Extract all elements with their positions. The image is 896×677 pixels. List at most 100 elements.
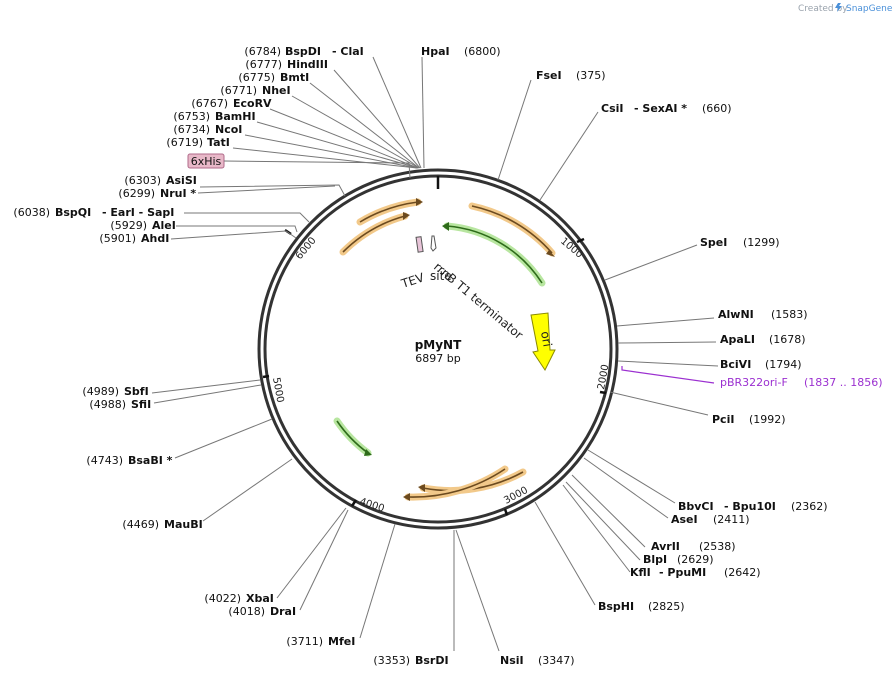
site-alwni[interactable]: AlwNI (1583) bbox=[718, 308, 808, 321]
site-spei[interactable]: SpeI (1299) bbox=[700, 236, 780, 249]
site-name: TatI bbox=[207, 136, 230, 149]
tev-site-mark bbox=[415, 235, 437, 253]
site-bspdi-clai[interactable]: (6784) BspDI - ClaI bbox=[244, 45, 363, 58]
ori-label: ori bbox=[538, 330, 554, 348]
site-kfli-ppumi[interactable]: KflI - PpuMI (2642) bbox=[630, 566, 761, 579]
site-bmti[interactable]: (6775) BmtI bbox=[238, 71, 309, 84]
site-name: NheI bbox=[262, 84, 291, 97]
tev-label-line1: TEV bbox=[399, 270, 427, 291]
site-pos: (5929) bbox=[110, 219, 147, 232]
site-pos: (6303) bbox=[124, 174, 161, 187]
site-nrui[interactable]: (6299) NruI * bbox=[118, 187, 196, 200]
site-pos: (6719) bbox=[166, 136, 203, 149]
site-ncoi[interactable]: (6734) NcoI bbox=[173, 123, 242, 136]
site-name: AhdI bbox=[141, 232, 169, 245]
site-pos: (6767) bbox=[191, 97, 228, 110]
site-extra: - Bpu10I bbox=[724, 500, 776, 513]
site-name: NcoI bbox=[215, 123, 242, 136]
site-nhei[interactable]: (6771) NheI bbox=[220, 84, 290, 97]
site-pos: (4743) bbox=[86, 454, 123, 467]
site-fsei[interactable]: FseI (375) bbox=[536, 69, 606, 82]
site-name: FseI bbox=[536, 69, 562, 82]
site-name: SfiI bbox=[131, 398, 151, 411]
site-tati[interactable]: (6719) TatI bbox=[166, 136, 229, 149]
site-pos: (3347) bbox=[538, 654, 575, 667]
site-drai[interactable]: (4018) DraI bbox=[228, 605, 296, 618]
site-pos: (375) bbox=[576, 69, 606, 82]
his-tag-label: 6xHis bbox=[191, 155, 222, 168]
site-extra: - PpuMI bbox=[659, 566, 706, 579]
site-pos: (2825) bbox=[648, 600, 685, 613]
site-bcivi[interactable]: BciVI (1794) bbox=[720, 358, 802, 371]
site-pos: (3353) bbox=[373, 654, 410, 667]
site-pos: (6775) bbox=[238, 71, 275, 84]
site-pos: (4988) bbox=[89, 398, 126, 411]
site-pos: (1299) bbox=[743, 236, 780, 249]
plasmid-size: 6897 bp bbox=[415, 352, 460, 365]
site-name: NruI * bbox=[160, 187, 196, 200]
site-bsabi[interactable]: (4743) BsaBI * bbox=[86, 454, 172, 467]
leader-lines bbox=[151, 56, 719, 652]
site-name: BamHI bbox=[215, 110, 256, 123]
site-asisi[interactable]: (6303) AsiSI bbox=[124, 174, 196, 187]
site-name: PciI bbox=[712, 413, 734, 426]
site-pos: (4469) bbox=[122, 518, 159, 531]
site-name: AlwNI bbox=[718, 308, 754, 321]
site-bspqi-eari-sapi[interactable]: (6038) BspQI - EarI - SapI bbox=[13, 206, 174, 219]
site-pos: (6771) bbox=[220, 84, 257, 97]
site-pos: (660) bbox=[702, 102, 732, 115]
site-asei[interactable]: AseI (2411) bbox=[671, 513, 750, 526]
site-pcii[interactable]: PciI (1992) bbox=[712, 413, 786, 426]
site-ahdi[interactable]: (5901) AhdI bbox=[99, 232, 169, 245]
site-name: BspHI bbox=[598, 600, 634, 613]
site-xbai[interactable]: (4022) XbaI bbox=[204, 592, 273, 605]
site-sbfi[interactable]: (4989) SbfI bbox=[82, 385, 148, 398]
site-name: SpeI bbox=[700, 236, 727, 249]
site-bbvci-bpu10i[interactable]: BbvCI - Bpu10I (2362) bbox=[678, 500, 828, 513]
site-name: AvrII bbox=[651, 540, 680, 553]
primer-range: (1837 .. 1856) bbox=[804, 376, 883, 389]
site-name: NsiI bbox=[500, 654, 524, 667]
tev-label-line2: site bbox=[430, 269, 452, 283]
site-pos: (6784) bbox=[244, 45, 281, 58]
site-maubi[interactable]: (4469) MauBI bbox=[122, 518, 202, 531]
site-name: DraI bbox=[270, 605, 296, 618]
site-pos: (6753) bbox=[173, 110, 210, 123]
site-name: BspQI bbox=[55, 206, 91, 219]
feature-arrows bbox=[333, 198, 556, 501]
site-nsii[interactable]: NsiI (3347) bbox=[500, 654, 575, 667]
site-alei[interactable]: (5929) AleI bbox=[110, 219, 175, 232]
site-hpai[interactable]: HpaI (6800) bbox=[421, 45, 501, 58]
site-bamhi[interactable]: (6753) BamHI bbox=[173, 110, 255, 123]
site-name: BsaBI * bbox=[128, 454, 173, 467]
site-apali[interactable]: ApaLI (1678) bbox=[720, 333, 806, 346]
site-pos: (2642) bbox=[724, 566, 761, 579]
site-name: BbvCI bbox=[678, 500, 714, 513]
site-pos: (3711) bbox=[286, 635, 323, 648]
site-bsrdi[interactable]: (3353) BsrDI bbox=[373, 654, 448, 667]
site-extra: - EarI - SapI bbox=[102, 206, 174, 219]
site-name: AseI bbox=[671, 513, 698, 526]
primer-pbr322ori-f[interactable]: pBR322ori-F (1837 .. 1856) bbox=[720, 376, 883, 389]
site-bsphi[interactable]: BspHI (2825) bbox=[598, 600, 685, 613]
site-extra: - ClaI bbox=[332, 45, 364, 58]
site-avrii[interactable]: AvrII (2538) bbox=[651, 540, 736, 553]
site-pos: (4018) bbox=[228, 605, 265, 618]
site-name: HpaI bbox=[421, 45, 450, 58]
site-extra: - SexAI * bbox=[634, 102, 687, 115]
site-name: ApaLI bbox=[720, 333, 755, 346]
site-hindiii[interactable]: (6777) HindIII bbox=[245, 58, 328, 71]
site-pos: (4989) bbox=[82, 385, 119, 398]
site-name: XbaI bbox=[246, 592, 274, 605]
site-ecorv[interactable]: (6767) EcoRV bbox=[191, 97, 272, 110]
site-blpi[interactable]: BlpI (2629) bbox=[643, 553, 714, 566]
credit-brand: SnapGene bbox=[846, 4, 893, 14]
snapgene-logo-icon bbox=[835, 3, 842, 12]
site-csii-sexai[interactable]: CsiI - SexAI * (660) bbox=[601, 102, 732, 115]
site-name: SbfI bbox=[124, 385, 149, 398]
site-pos: (2411) bbox=[713, 513, 750, 526]
plasmid-name: pMyNT bbox=[415, 338, 462, 352]
site-sfii[interactable]: (4988) SfiI bbox=[89, 398, 151, 411]
site-mfei[interactable]: (3711) MfeI bbox=[286, 635, 355, 648]
ori-feature bbox=[530, 312, 556, 371]
